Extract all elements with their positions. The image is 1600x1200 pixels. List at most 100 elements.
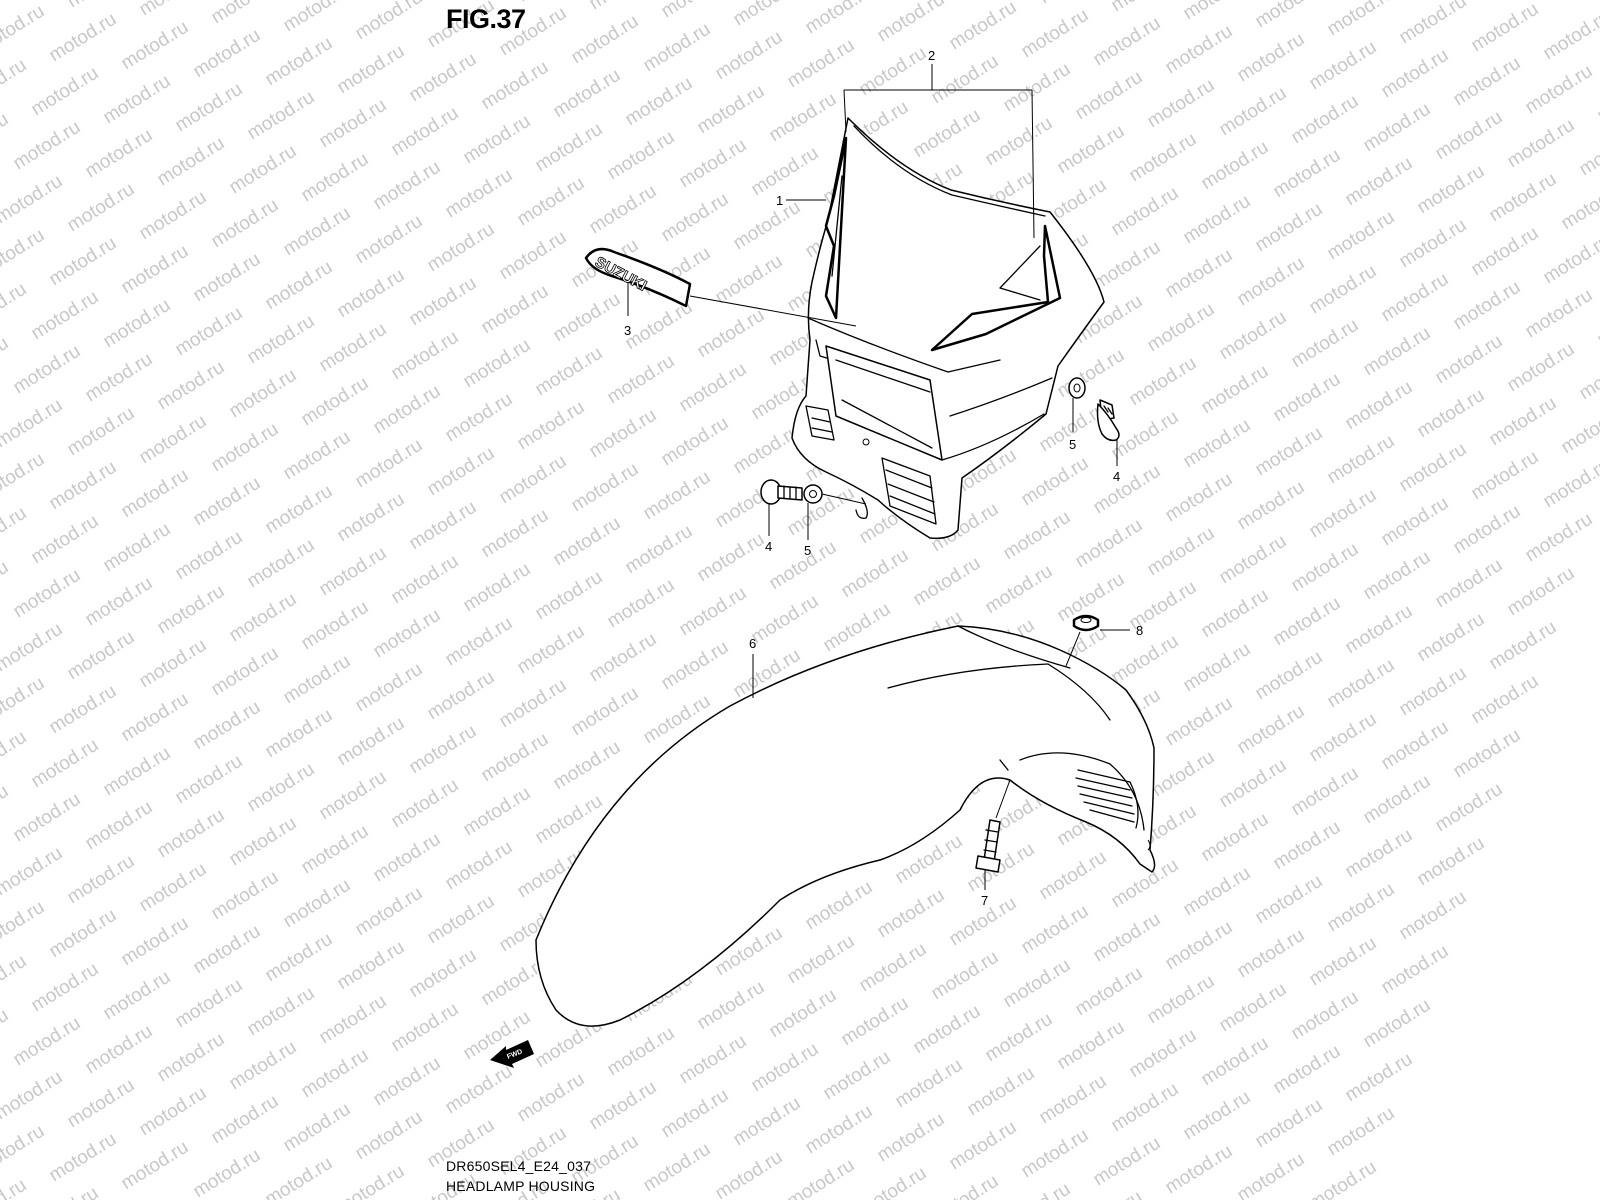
figure-name: HEADLAMP HOUSING <box>446 1178 596 1194</box>
watermark-text: motod.ru <box>568 459 643 517</box>
headlamp-housing <box>791 117 1105 540</box>
watermark-text: motod.ru <box>802 877 877 935</box>
watermark-text: motod.ru <box>658 637 733 695</box>
watermark-text: motod.ru <box>1108 0 1183 16</box>
watermark-text: motod.ru <box>1162 1141 1237 1199</box>
watermark-text: motod.ru <box>280 651 355 709</box>
watermark-text: motod.ru <box>640 467 715 525</box>
watermark-text: motod.ru <box>1180 863 1255 921</box>
watermark-text: motod.ru <box>154 805 229 863</box>
watermark-text: motod.ru <box>1342 601 1417 659</box>
watermark-text: motod.ru <box>586 629 661 687</box>
watermark-text: motod.ru <box>1306 37 1381 95</box>
watermark-text: motod.ru <box>28 287 103 345</box>
watermark-text: motod.ru <box>0 225 48 283</box>
watermark-text: motod.ru <box>1054 1017 1129 1075</box>
watermark-text: motod.ru <box>802 0 877 38</box>
watermark-text: motod.ru <box>244 311 319 369</box>
watermark-text: motod.ru <box>514 397 589 455</box>
watermark-text: motod.ru <box>82 573 157 631</box>
watermark-text: motod.ru <box>172 975 247 1033</box>
watermark-text: motod.ru <box>694 305 769 363</box>
watermark-text: motod.ru <box>352 1107 427 1165</box>
watermark-text: motod.ru <box>118 689 193 747</box>
figure-title: FIG.37 <box>446 4 526 34</box>
watermark-text: motod.ru <box>1414 161 1489 219</box>
watermark-text: motod.ru <box>1216 83 1291 141</box>
watermark-text: motod.ru <box>154 581 229 639</box>
watermark-text: motod.ru <box>388 327 463 385</box>
watermark-text: motod.ru <box>1306 709 1381 767</box>
watermark-text: motod.ru <box>1522 509 1597 567</box>
watermark-text: motod.ru <box>748 591 823 649</box>
watermark-text: motod.ru <box>1072 1187 1147 1200</box>
watermark-text: motod.ru <box>226 589 301 647</box>
watermark-text: motod.ru <box>568 683 643 741</box>
watermark-text: motod.ru <box>208 867 283 925</box>
watermark-text: motod.ru <box>910 105 985 163</box>
watermark-text: motod.ru <box>730 1093 805 1151</box>
watermark-text: motod.ru <box>1450 277 1525 335</box>
watermark-text: motod.ru <box>0 619 66 677</box>
watermark-text: motod.ru <box>1144 523 1219 581</box>
watermark-text: motod.ru <box>0 727 30 785</box>
watermark-text: motod.ru <box>622 521 697 579</box>
watermark-text: motod.ru <box>1468 0 1543 56</box>
watermark-text: motod.ru <box>64 851 139 909</box>
watermark-text: motod.ru <box>1000 507 1075 565</box>
watermark-text: motod.ru <box>10 1013 85 1071</box>
watermark-text: motod.ru <box>298 373 373 431</box>
watermark-text: motod.ru <box>1036 1071 1111 1129</box>
watermark-text: motod.ru <box>694 81 769 139</box>
callout-washer-right: 5 <box>1069 437 1076 452</box>
watermark-text: motod.ru <box>10 565 85 623</box>
watermark-text: motod.ru <box>172 751 247 809</box>
watermark-text: motod.ru <box>1324 207 1399 265</box>
watermark-text: motod.ru <box>1270 369 1345 427</box>
watermark-text: motod.ru <box>298 597 373 655</box>
watermark-text: motod.ru <box>46 681 121 739</box>
watermark-text: motod.ru <box>694 529 769 587</box>
watermark-text: motod.ru <box>316 543 391 601</box>
callout-numbers: 1 2 3 4 5 4 5 6 7 8 <box>624 48 1143 908</box>
watermark-text: motod.ru <box>460 559 535 617</box>
watermark-text: motod.ru <box>100 743 175 801</box>
watermark-text: motod.ru <box>514 621 589 679</box>
watermark-text: motod.ru <box>1090 13 1165 71</box>
watermark-text: motod.ru <box>658 413 733 471</box>
watermark-text: motod.ru <box>1162 917 1237 975</box>
watermark-text: motod.ru <box>1108 631 1183 689</box>
watermark-text: motod.ru <box>1234 925 1309 983</box>
watermark-text: motod.ru <box>298 1045 373 1103</box>
fender-nut <box>1072 614 1100 632</box>
watermark-text: motod.ru <box>1486 617 1561 675</box>
watermark-text: motod.ru <box>820 1047 895 1105</box>
watermark-text: motod.ru <box>0 1175 30 1200</box>
watermark-text: motod.ru <box>28 511 103 569</box>
watermark-text: motod.ru <box>190 1145 265 1200</box>
watermark-text: motod.ru <box>64 627 139 685</box>
watermark-text: motod.ru <box>1360 995 1435 1053</box>
watermark-text: motod.ru <box>550 65 625 123</box>
watermark-text: motod.ru <box>1162 21 1237 79</box>
watermark-text: motod.ru <box>1288 763 1363 821</box>
watermark-text: motod.ru <box>766 985 841 1043</box>
watermark-text: motod.ru <box>334 41 409 99</box>
watermark-text: motod.ru <box>208 0 283 28</box>
watermark-text: motod.ru <box>1378 45 1453 103</box>
watermark-text: motod.ru <box>1252 647 1327 705</box>
watermark-text: motod.ru <box>100 519 175 577</box>
watermark-text: motod.ru <box>298 149 373 207</box>
watermark-text: motod.ru <box>262 257 337 315</box>
watermark-text: motod.ru <box>1090 1133 1165 1191</box>
watermark-text: motod.ru <box>1360 771 1435 829</box>
watermark-text: motod.ru <box>1126 1025 1201 1083</box>
watermark-text: motod.ru <box>226 1037 301 1095</box>
watermark-text: motod.ru <box>0 1121 48 1179</box>
washer-right <box>1068 377 1086 399</box>
watermark-text: motod.ru <box>1540 455 1600 513</box>
watermark-text: motod.ru <box>982 1009 1057 1067</box>
watermark-text: motod.ru <box>370 1053 445 1111</box>
watermark-text: motod.ru <box>226 813 301 871</box>
